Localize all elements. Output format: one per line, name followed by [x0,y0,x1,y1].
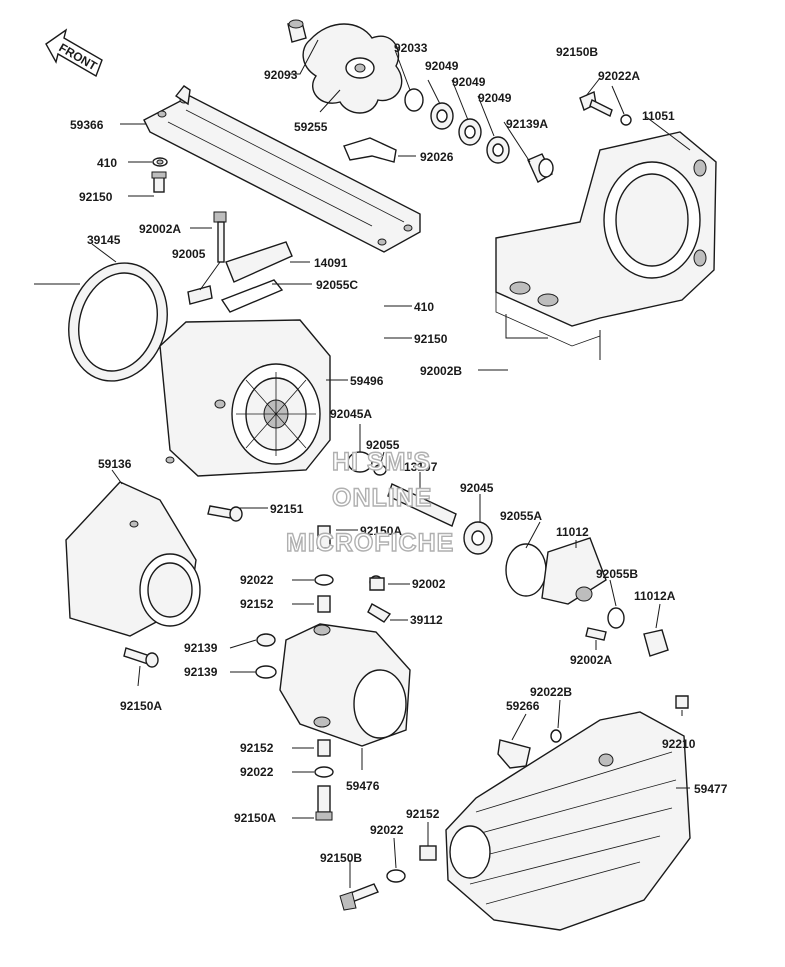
sensor-bracket-part [187,211,293,313]
lever-59266-part [497,695,689,769]
label-92150-a: 92150 [79,190,113,204]
label-92055: 92055 [366,438,400,452]
label-92151: 92151 [270,502,304,516]
label-13107: 13107 [404,460,438,474]
label-92152-b: 92152 [240,741,274,755]
washer-410-part [151,157,168,193]
label-92045: 92045 [460,481,494,495]
label-92022B: 92022B [530,685,572,699]
ring-39145-part [68,262,168,382]
bolt-92151-part [207,505,243,522]
watermark: HI SM'S ONLINE MICROFICHE [285,447,454,557]
bearing-stack-part [404,88,554,183]
label-92002: 92002 [412,577,446,591]
label-92026: 92026 [420,150,454,164]
watermark-line-1: HI SM'S [332,448,431,476]
label-92033: 92033 [394,41,428,55]
label-92139-a: 92139 [184,641,218,655]
label-92139-b: 92139 [184,665,218,679]
label-59136: 59136 [98,457,132,471]
steering-nozzle-part [255,623,411,747]
label-92150A-mid: 92150A [360,524,402,538]
label-92022-c: 92022 [370,823,404,837]
label-92049-c: 92049 [478,91,512,105]
label-59255: 59255 [294,120,328,134]
label-14091: 14091 [314,256,348,270]
reverse-bucket-part [445,711,691,931]
label-92055B: 92055B [596,567,638,581]
label-92150A-bot: 92150A [234,811,276,825]
label-92152-a: 92152 [240,597,274,611]
label-11012: 11012 [556,525,589,539]
impeller-part [287,19,403,114]
label-92045A: 92045A [330,407,372,421]
label-92002A-a: 92002A [139,222,181,236]
label-92055A: 92055A [500,509,542,523]
label-410-a: 410 [97,156,117,170]
label-92022-a: 92022 [240,573,274,587]
nozzle-59136-part [65,481,201,668]
shaft-13107-part [347,451,493,555]
label-92093: 92093 [264,68,298,82]
label-92055C: 92055C [316,278,358,292]
pump-housing-part [495,131,717,347]
bolt-92150B-part [579,91,632,126]
label-92049-a: 92049 [425,59,459,73]
part-labels: 92093 59255 92033 92049 92049 92049 9213… [70,41,728,865]
label-92002A-b: 92002A [570,653,612,667]
bottom-hardware-part [339,845,437,911]
front-arrow-icon: FRONT [45,28,103,78]
label-59366: 59366 [70,118,104,132]
label-92049-b: 92049 [452,75,486,89]
label-11012A: 11012A [634,589,676,603]
label-39112: 39112 [410,613,443,627]
label-92150B-top: 92150B [556,45,598,59]
deflector-plate-part [343,137,397,163]
label-92150-b: 92150 [414,332,448,346]
label-410-b: 410 [414,300,434,314]
label-92210: 92210 [662,737,696,751]
label-92005: 92005 [172,247,206,261]
watermark-line-2: ONLINE [332,484,432,512]
label-11051: 11051 [642,109,675,123]
label-59496: 59496 [350,374,384,388]
ride-plate-part [143,85,421,253]
label-92022-b: 92022 [240,765,274,779]
label-92022A-top: 92022A [598,69,640,83]
label-92150B-bot: 92150B [320,851,362,865]
bolt-stack-lower-part [314,739,334,821]
cap-11012-part [505,537,669,657]
label-92152-c: 92152 [406,807,440,821]
bolt-92002A-part [369,577,607,641]
pump-case-part [159,319,331,477]
label-59476: 59476 [346,779,380,793]
label-59266: 59266 [506,699,540,713]
leader-lines [34,39,691,888]
label-92002B: 92002B [420,364,462,378]
label-92139A: 92139A [506,117,548,131]
label-92150A-left: 92150A [120,699,162,713]
label-59477: 59477 [694,782,728,796]
watermark-line-3: MICROFICHE [286,529,454,557]
label-39145: 39145 [87,233,121,247]
